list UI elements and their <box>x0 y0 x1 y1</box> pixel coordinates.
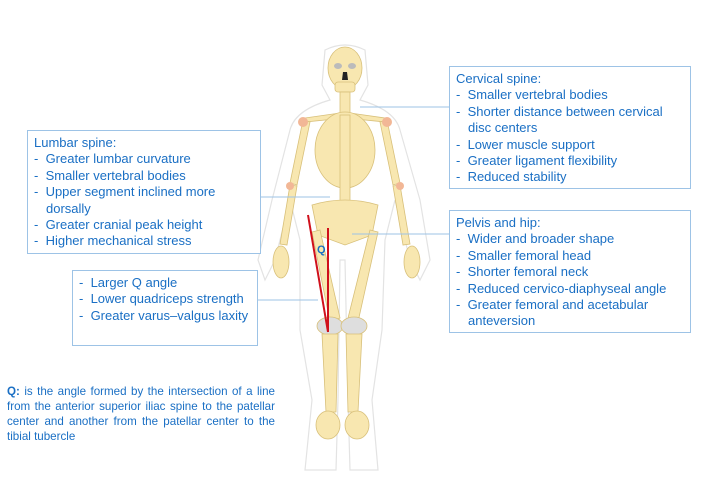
right-hand <box>272 245 290 279</box>
q-angle-definition: Q: is the angle formed by the intersecti… <box>7 384 275 444</box>
list-item: Greater femoral and acetabular anteversi… <box>456 297 684 330</box>
list-item: Larger Q angle <box>79 275 251 291</box>
spine <box>339 114 351 206</box>
list-item: Smaller vertebral bodies <box>34 168 254 184</box>
q-angle-lines <box>307 214 329 333</box>
list-item: Greater varus–valgus laxity <box>79 308 251 324</box>
note-text: is the angle formed by the intersection … <box>7 385 275 443</box>
cervical-title: Cervical spine: <box>456 71 542 86</box>
right-knee <box>316 316 344 336</box>
body-outline <box>257 44 431 471</box>
pelvis-hip-box: Pelvis and hip: Wider and broader shape … <box>449 210 691 333</box>
right-foot <box>315 410 341 440</box>
right-humerus <box>289 119 311 186</box>
list-item: Reduced cervico-diaphyseal angle <box>456 281 684 297</box>
list-item: Smaller femoral head <box>456 248 684 264</box>
jaw <box>334 81 356 93</box>
list-item: Reduced stability <box>456 169 684 185</box>
list-item: Lower quadriceps strength <box>79 291 251 307</box>
left-foot <box>344 410 370 440</box>
lumbar-title: Lumbar spine: <box>34 135 117 150</box>
list-item: Higher mechanical stress <box>34 233 254 249</box>
pelvis-title: Pelvis and hip: <box>456 215 541 230</box>
list-item: Greater cranial peak height <box>34 217 254 233</box>
list-item: Smaller vertebral bodies <box>456 87 684 103</box>
list-item: Shorter distance between cervical disc c… <box>456 104 684 137</box>
lumbar-spine-box: Lumbar spine: Greater lumbar curvature S… <box>27 130 261 254</box>
left-knee <box>340 316 368 336</box>
connector-lines <box>258 106 449 301</box>
list-item: Upper segment inclined more dorsally <box>34 184 254 217</box>
right-tibia <box>321 333 339 413</box>
knee-box: Larger Q angle Lower quadriceps strength… <box>72 270 258 346</box>
left-hand <box>403 245 421 279</box>
list-item: Lower muscle support <box>456 137 684 153</box>
cervical-spine-box: Cervical spine: Smaller vertebral bodies… <box>449 66 691 189</box>
left-tibia <box>345 333 363 413</box>
left-humerus <box>379 119 401 186</box>
list-item: Wider and broader shape <box>456 231 684 247</box>
left-forearm <box>392 184 411 246</box>
note-term: Q: <box>7 385 20 398</box>
list-item: Greater ligament flexibility <box>456 153 684 169</box>
list-item: Greater lumbar curvature <box>34 151 254 167</box>
q-angle-label: Q <box>317 244 326 256</box>
left-femur <box>347 229 379 323</box>
list-item: Shorter femoral neck <box>456 264 684 280</box>
cervical-vertebrae <box>339 91 351 115</box>
skeleton <box>272 46 421 440</box>
right-forearm <box>279 184 298 246</box>
right-femur <box>311 229 341 323</box>
